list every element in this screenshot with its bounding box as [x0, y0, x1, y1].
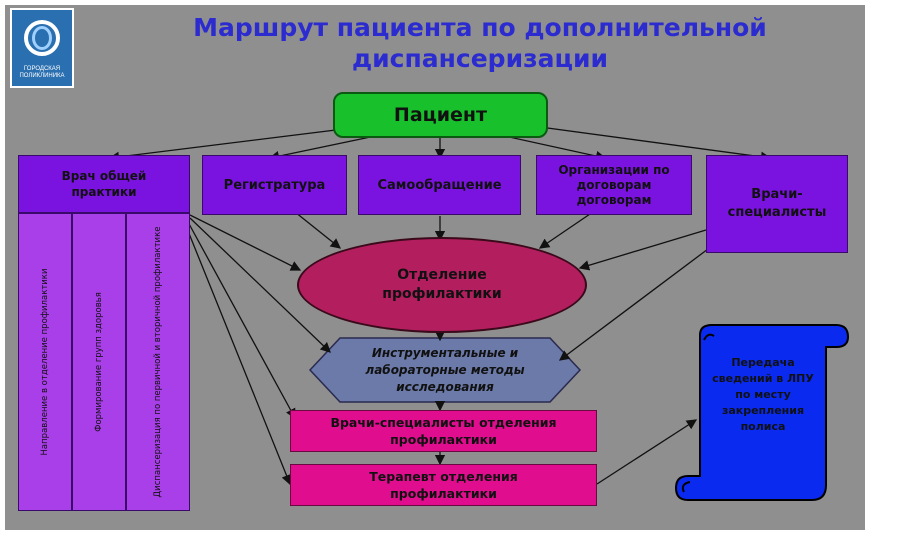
patient-box: Пациент: [333, 92, 548, 138]
logo-ring-icon: [24, 20, 60, 56]
methods-label-wrap: Инструментальные и лабораторные методы и…: [340, 338, 550, 402]
prevention-dept-label: Отделение профилактики: [382, 267, 502, 302]
specialists-label: Врачи-специалисты: [727, 187, 827, 220]
gp-label: Врач общей практики: [61, 169, 147, 199]
title-line-1: Маршрут пациента по дополнительной: [193, 13, 767, 42]
methods-label: Инструментальные и лабораторные методы и…: [365, 345, 525, 394]
gp-column-2-label: Формирование групп здоровья: [94, 292, 104, 432]
logo-caption: ГОРОДСКАЯ ПОЛИКЛИНИКА: [19, 66, 65, 79]
self-referral-box: Самообращение: [358, 155, 521, 215]
dept-specialists-box: Врачи-специалисты отделения профилактики: [290, 410, 597, 452]
registry-label: Регистратура: [223, 177, 326, 193]
transfer-scroll: [674, 324, 850, 501]
transfer-label: Передача сведений в ЛПУ по месту закрепл…: [712, 356, 814, 433]
dept-therapist-label: Терапевт отделения профилактики: [369, 469, 518, 501]
gp-column-3: Диспансеризация по первичной и вторичной…: [126, 213, 190, 511]
dept-specialists-label: Врачи-специалисты отделения профилактики: [330, 415, 557, 447]
organizations-label: Организации по договорам договорам: [558, 162, 670, 207]
diagram-title: Маршрут пациента по дополнительной диспа…: [160, 12, 800, 74]
gp-box: Врач общей практики: [18, 155, 190, 213]
gp-column-2: Формирование групп здоровья: [72, 213, 126, 511]
dept-therapist-box: Терапевт отделения профилактики: [290, 464, 597, 506]
self-referral-label: Самообращение: [377, 177, 502, 193]
specialists-box: Врачи-специалисты: [706, 155, 848, 253]
logo-inner-icon: [32, 26, 52, 50]
organizations-box: Организации по договорам договорам: [536, 155, 692, 215]
prevention-dept-ellipse: Отделение профилактики: [297, 237, 587, 333]
gp-column-3-label: Диспансеризация по первичной и вторичной…: [153, 226, 163, 498]
patient-label: Пациент: [393, 104, 488, 126]
gp-column-1-label: Направление в отделение профилактики: [40, 268, 50, 456]
connectors: [108, 126, 772, 486]
registry-box: Регистратура: [202, 155, 347, 215]
gp-column-1: Направление в отделение профилактики: [18, 213, 72, 511]
clinic-logo: ГОРОДСКАЯ ПОЛИКЛИНИКА: [10, 8, 74, 88]
methods-hexagon: [308, 337, 582, 403]
title-line-2: диспансеризации: [351, 44, 609, 73]
